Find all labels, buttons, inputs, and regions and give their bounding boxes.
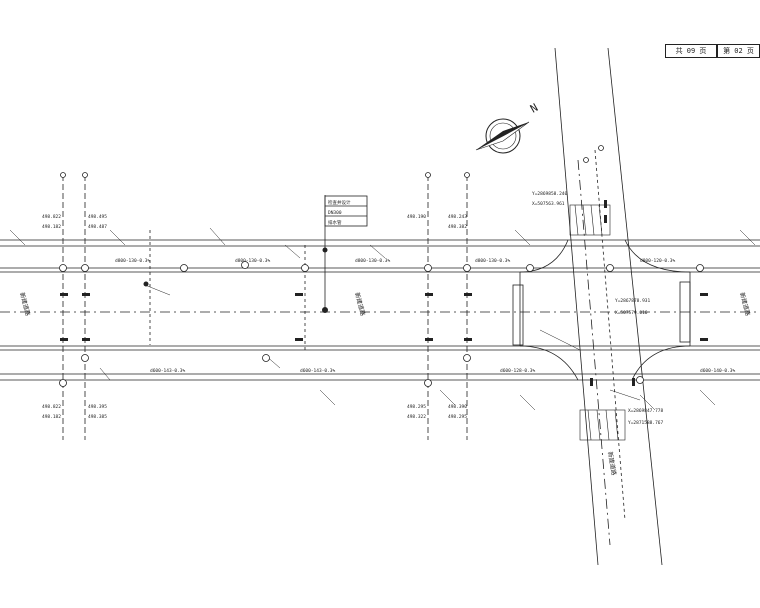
sheet-number: 第 02 页 <box>723 47 754 55</box>
coord-bottom-1: X=2869847.778 <box>628 408 664 414</box>
elev-bottom-mid-b: 498.322 <box>407 414 426 420</box>
sheet-number-box: 第 02 页 <box>717 44 760 58</box>
elev-bottom-mid-d: 498.295 <box>448 414 467 420</box>
road-label-mid: 新建道路 <box>353 291 367 316</box>
elev-top-mid-a: 498.190 <box>407 214 426 220</box>
callout-line-2: DN300 <box>328 210 342 216</box>
road-label-left: 新建道路 <box>18 291 32 316</box>
sheet-count: 共 09 页 <box>675 47 707 55</box>
coord-bottom-2: Y=2871588.767 <box>628 420 664 426</box>
elev-top-mid-c: 498.382 <box>448 224 467 230</box>
sheet-count-box: 共 09 页 <box>665 44 717 58</box>
elev-top-left-c: 498.495 <box>88 214 107 220</box>
coord-mid-1: Y=2867878.931 <box>615 298 651 304</box>
cross-road-left-edge <box>554 47 599 566</box>
elev-bottom-left-a: 498.822 <box>42 404 61 410</box>
elev-bottom-left-b: 498.182 <box>42 414 61 420</box>
pipe-label-lower-4: d600-140-0.3% <box>700 368 736 374</box>
north-label: N <box>528 101 540 116</box>
curb-return-sw <box>519 345 579 381</box>
pipe-label-upper-5: d800-120-0.3% <box>640 258 676 264</box>
coord-top-1: Y=2869858.240 <box>532 191 568 197</box>
pipe-label-upper-4: d800-130-0.3% <box>475 258 511 264</box>
road-label-cross: 新建道路 <box>606 451 618 476</box>
coord-mid-2: X=507579.016 <box>615 310 648 316</box>
curb-return-se <box>631 345 691 381</box>
pipe-label-upper-3: d800-130-0.3% <box>355 258 391 264</box>
elev-bottom-left-d: 498.385 <box>88 414 107 420</box>
callout-line-3: 排水管 <box>328 219 342 226</box>
elev-top-left-b: 498.182 <box>42 224 61 230</box>
north-arrow-icon <box>475 118 530 154</box>
curb-return-ne <box>624 239 691 273</box>
callout-line-1: 检查井设计 <box>328 199 351 206</box>
elev-bottom-left-c: 498.395 <box>88 404 107 410</box>
pipe-label-lower-2: d600-143-0.3% <box>300 368 336 374</box>
curb-return-nw <box>519 239 569 273</box>
elev-top-mid-b: 498.243 <box>448 214 467 220</box>
coord-top-2: X=507563.961 <box>532 201 565 207</box>
pipe-label-upper-1: d800-130-0.3% <box>115 258 151 264</box>
elev-top-left-a: 498.822 <box>42 214 61 220</box>
elev-bottom-mid-a: 498.295 <box>407 404 426 410</box>
cross-road-right-edge <box>607 47 663 566</box>
pipe-label-lower-3: d600-128-0.3% <box>500 368 536 374</box>
pipe-label-lower-1: d600-143-0.3% <box>150 368 186 374</box>
elev-bottom-mid-c: 498.390 <box>448 404 467 410</box>
road-label-right: 新建道路 <box>738 291 752 316</box>
pipe-label-upper-2: d800-130-0.3% <box>235 258 271 264</box>
elev-top-left-d: 498.487 <box>88 224 107 230</box>
